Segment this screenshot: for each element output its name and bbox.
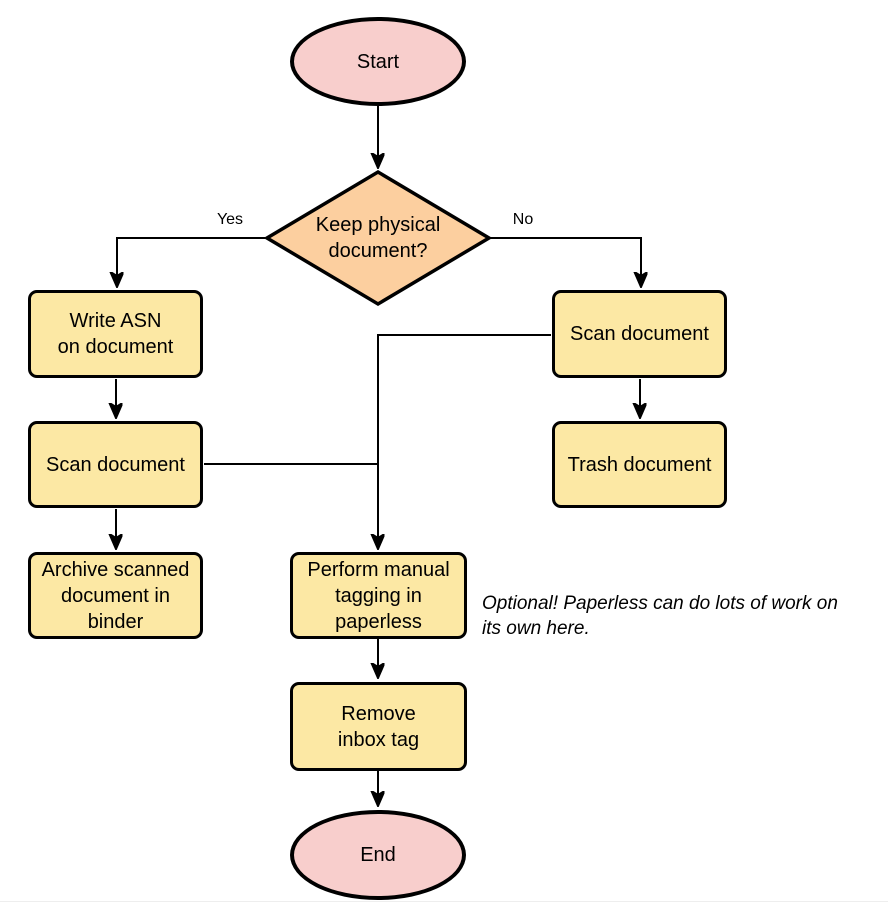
node-decision-label: Keep physical document? bbox=[315, 214, 441, 262]
node-tagging: Perform manual tagging in paperless bbox=[290, 552, 467, 639]
node-start-label: Start bbox=[356, 50, 400, 73]
node-scan-right-label: Scan document bbox=[570, 323, 709, 345]
node-start: Start bbox=[290, 17, 466, 106]
node-scan-left-label: Scan document bbox=[46, 453, 185, 476]
node-write-asn: Write ASN on document bbox=[28, 290, 203, 378]
canvas-bottom-rule bbox=[0, 901, 888, 902]
node-write-asn-label: Write ASN on document bbox=[57, 310, 174, 358]
node-end-label: End bbox=[360, 844, 396, 866]
node-scan-right: Scan document bbox=[552, 290, 727, 378]
node-archive: Archive scanned document in binder bbox=[28, 552, 203, 639]
node-remove-inbox: Remove inbox tag bbox=[290, 682, 467, 771]
edge-decision-no bbox=[490, 237, 641, 286]
edge-scanright-to-tagging bbox=[378, 334, 551, 548]
node-end: End bbox=[290, 810, 466, 900]
edge-label-no: No bbox=[494, 211, 552, 229]
node-tagging-label: Perform manual tagging in paperless bbox=[307, 558, 450, 633]
node-scan-left: Scan document bbox=[28, 421, 203, 508]
node-trash: Trash document bbox=[552, 421, 727, 508]
node-archive-label: Archive scanned document in binder bbox=[41, 558, 190, 633]
node-remove-inbox-label: Remove inbox tag bbox=[337, 702, 420, 751]
node-decision: Keep physical document? bbox=[267, 172, 489, 304]
annotation-optional: Optional! Paperless can do lots of work … bbox=[482, 593, 838, 640]
edge-decision-yes bbox=[117, 237, 265, 286]
edge-label-yes: Yes bbox=[201, 211, 259, 229]
node-trash-label: Trash document bbox=[567, 453, 712, 476]
decision-shape bbox=[263, 169, 493, 307]
